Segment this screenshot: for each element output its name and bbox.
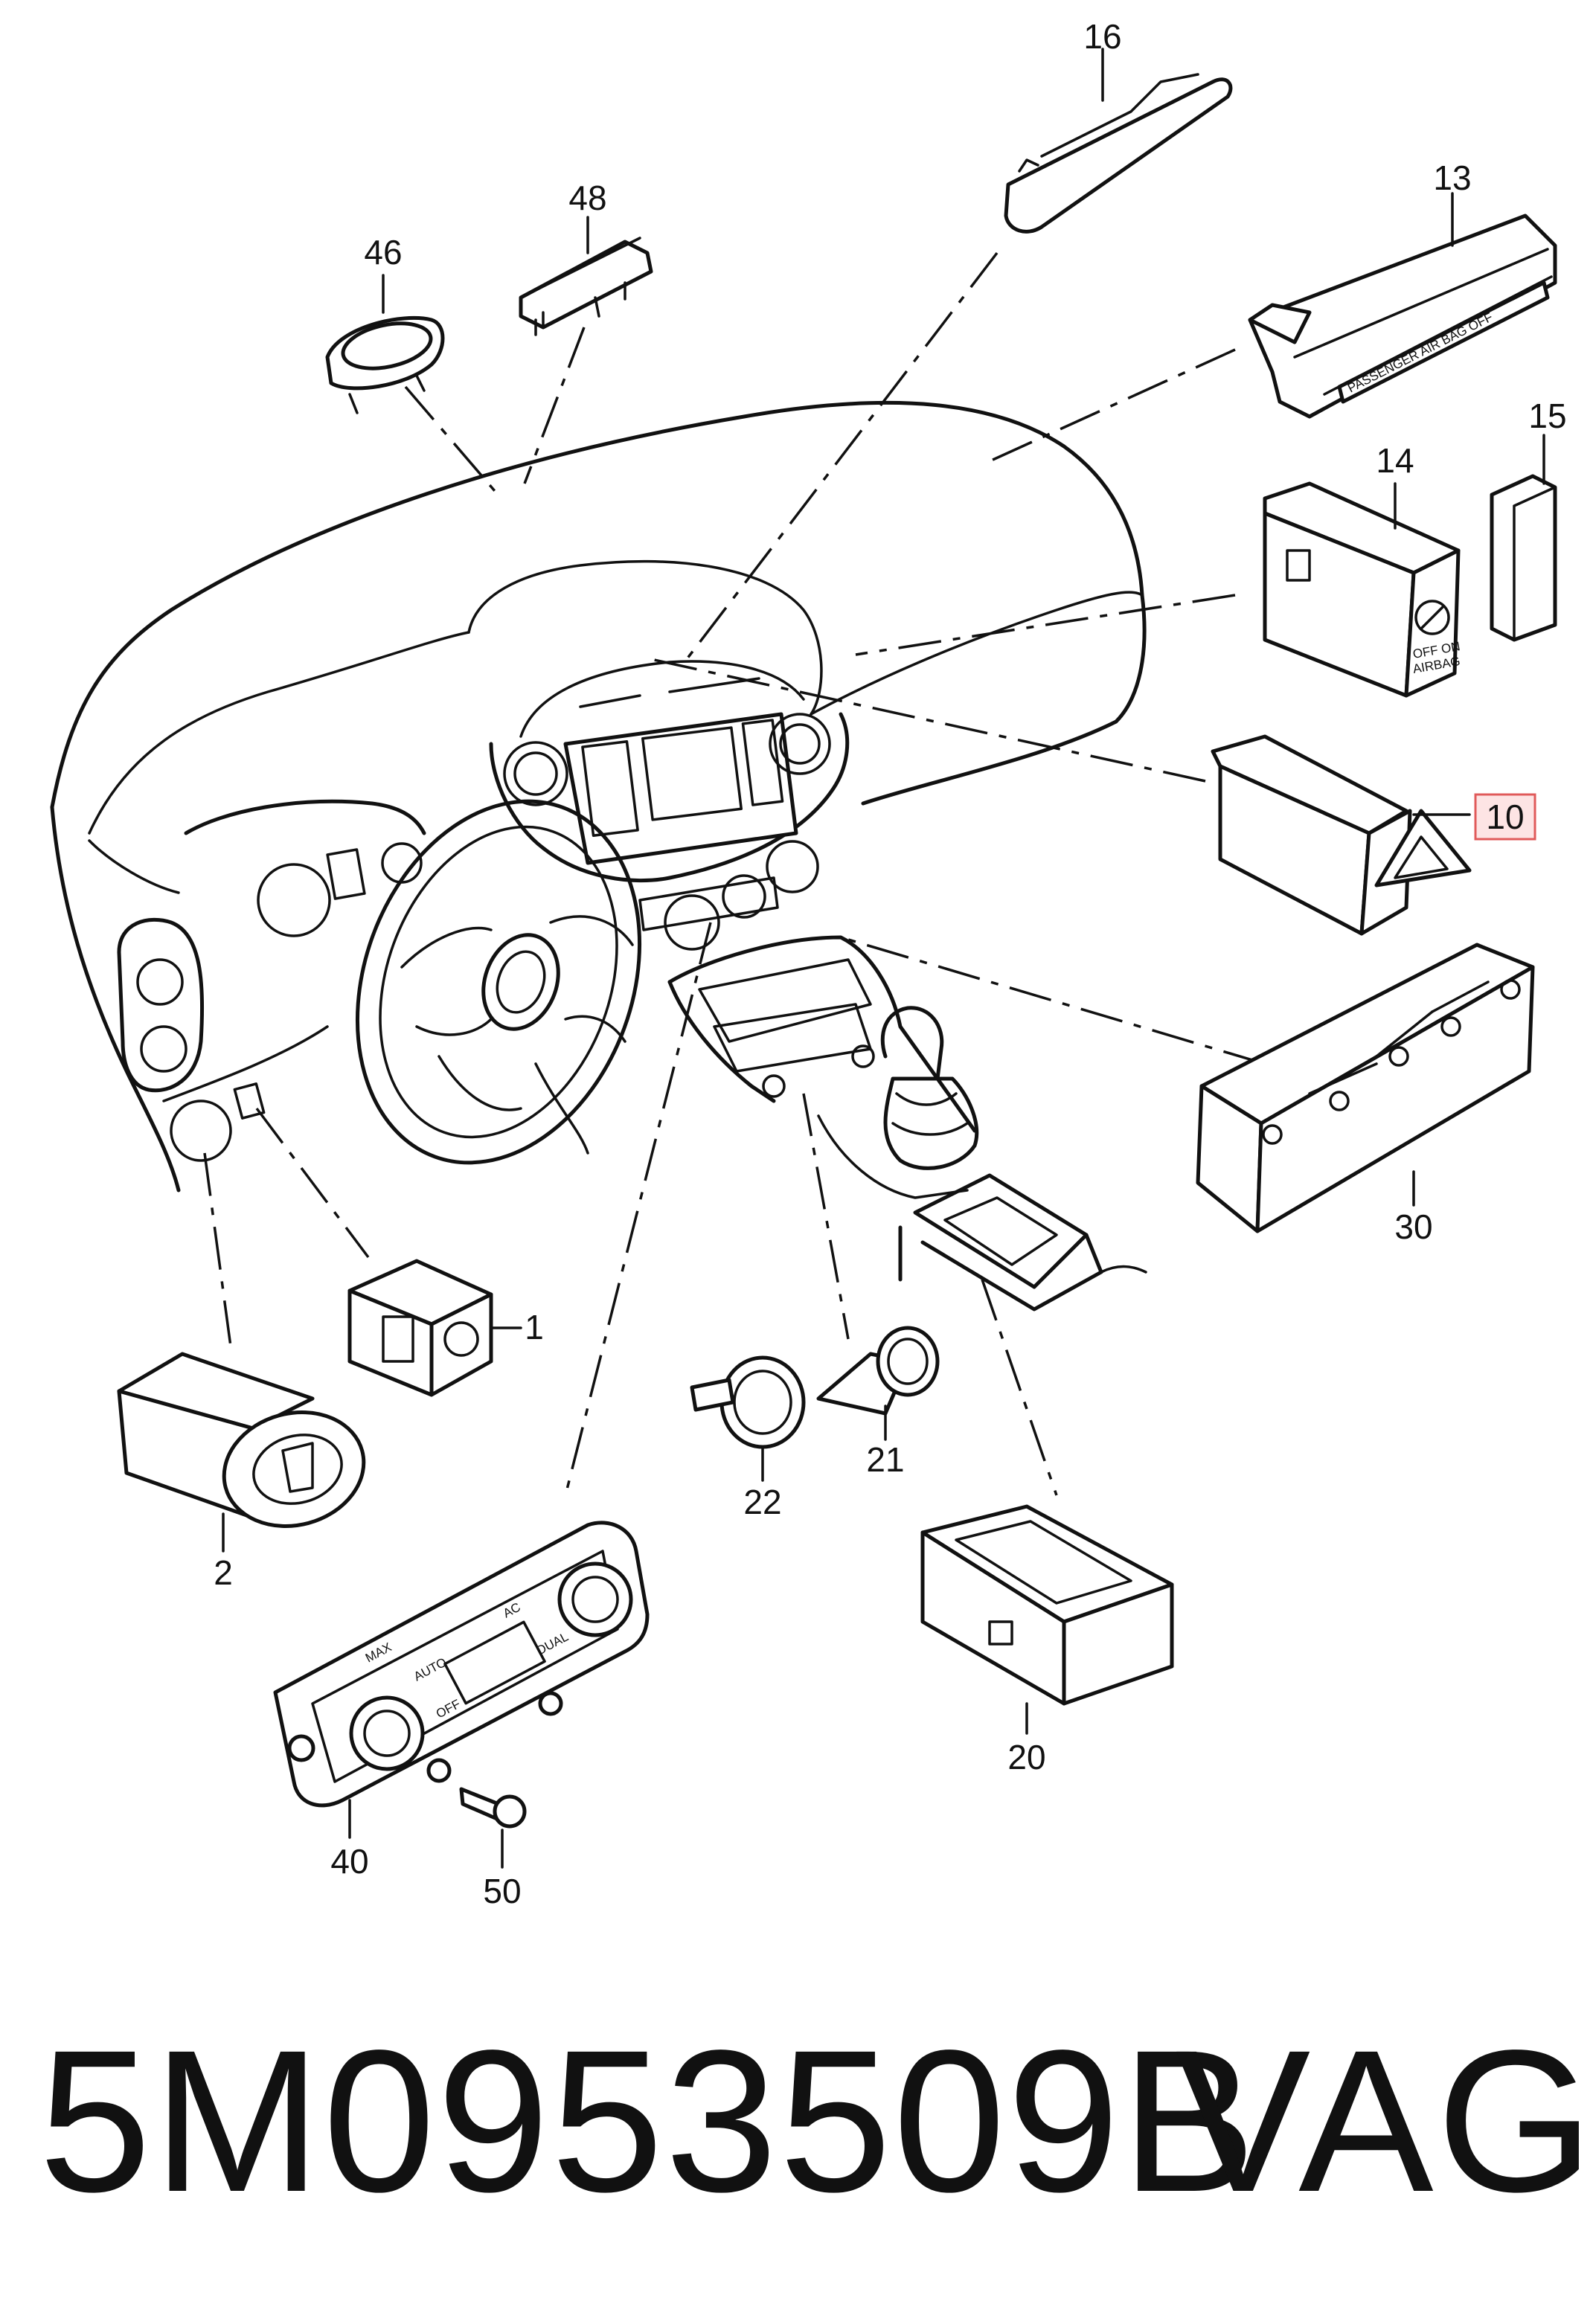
part-22-start-button-ring — [690, 1355, 806, 1482]
leader-lines — [203, 251, 1266, 1496]
part-46-button-cap — [325, 274, 445, 414]
callout-20: 20 — [1007, 1738, 1045, 1776]
part-50-screw — [459, 1787, 527, 1869]
part-15-blank-cap — [1490, 434, 1557, 642]
part-48-cover-clip — [519, 216, 653, 336]
part-13-airbag-indicator: PASSENGER AIR BAG OFF — [1248, 192, 1557, 419]
part-40-climate-control: MAX AC AUTO DUAL OFF — [273, 1521, 650, 1839]
callout-22: 22 — [743, 1483, 781, 1521]
callout-21: 21 — [866, 1440, 904, 1479]
callout-1: 1 — [525, 1308, 544, 1346]
callout-50: 50 — [483, 1872, 521, 1910]
callout-14: 14 — [1376, 441, 1414, 480]
part-30-switch-panel — [1196, 943, 1535, 1233]
callout-13: 13 — [1433, 158, 1471, 197]
callout-2: 2 — [214, 1553, 233, 1592]
part-2-headlight-switch — [117, 1352, 366, 1553]
callout-10: 10 — [1486, 797, 1524, 836]
callout-10-highlight — [1474, 793, 1536, 841]
part-number: 5M0953509B — [39, 2008, 1258, 2234]
part-20-storage-tray — [920, 1504, 1174, 1735]
callout-40: 40 — [330, 1842, 368, 1881]
callout-46: 46 — [364, 233, 402, 272]
dashboard-drawing — [50, 400, 1147, 1312]
part-16-trim-strip — [1004, 48, 1233, 234]
brand-name: VAG — [1176, 2008, 1593, 2234]
callout-16: 16 — [1083, 17, 1121, 56]
part-10-hazard-switch — [1211, 734, 1472, 936]
part-1-dimmer-switch — [347, 1259, 522, 1397]
part-21-start-stop-button — [816, 1326, 940, 1441]
callout-15: 15 — [1528, 397, 1566, 435]
callout-48: 48 — [568, 179, 606, 217]
part-14-airbag-key-switch: OFF ON AIRBAG — [1263, 481, 1461, 698]
exploded-parts-diagram: PASSENGER AIR BAG OFF OFF ON AIRBAG — [50, 17, 1567, 1910]
callout-numbers: 16 13 48 46 14 15 10 30 1 2 22 21 20 40 … — [214, 17, 1566, 1910]
callout-30: 30 — [1394, 1207, 1432, 1246]
